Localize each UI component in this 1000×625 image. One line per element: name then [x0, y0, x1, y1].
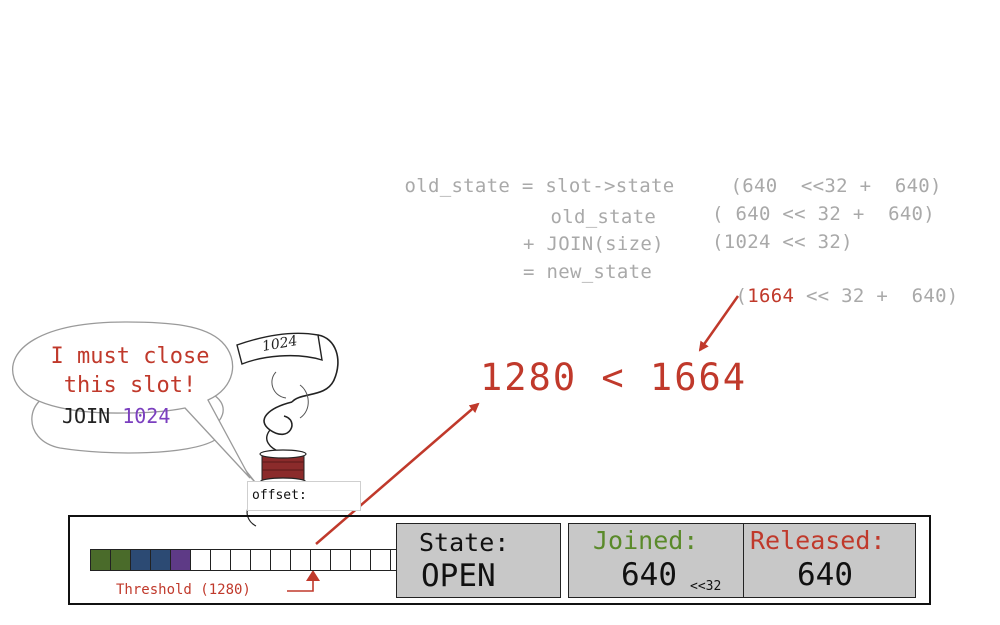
released-panel: Released: 640 — [743, 523, 916, 598]
join-size: 1024 — [122, 404, 171, 428]
join-label: JOIN — [62, 404, 123, 428]
code-row-value: ( 640 << 32 + 640) — [712, 203, 936, 225]
empty-slot — [310, 549, 331, 571]
filled-slot — [110, 549, 131, 571]
code-line-old-state-value: (640 <<32 + 640) — [707, 153, 942, 197]
code-paren: ( — [735, 285, 748, 307]
bubble-front-text: I must close this slot! — [32, 342, 228, 400]
code-row-value: (1024 << 32) — [712, 231, 853, 253]
filled-slot — [150, 549, 171, 571]
new-joined-value: 1664 — [747, 285, 795, 307]
bubble-line: this slot! — [63, 373, 197, 398]
slot-frame — [68, 515, 931, 605]
bubble-line: I must close — [50, 344, 210, 369]
threshold-pointer — [287, 570, 320, 592]
empty-slot — [290, 549, 311, 571]
joined-panel: Joined: 640 <<32 — [568, 523, 744, 598]
code-row-label: + JOIN(size) — [523, 233, 664, 255]
state-title: State: — [419, 528, 510, 557]
code-row-label: = new_state — [523, 261, 653, 283]
code-row-label: old_state — [527, 206, 657, 228]
empty-slot — [210, 549, 231, 571]
released-title: Released: — [750, 526, 886, 555]
threshold-label: Threshold (1280) — [116, 582, 251, 598]
joined-title: Joined: — [593, 526, 699, 555]
code-row-value: (1664 << 32 + 640) — [712, 263, 959, 307]
arrow-threshold-to-comparison — [315, 402, 480, 545]
filled-slot — [90, 549, 111, 571]
code-value-tail: << 32 + 640) — [794, 285, 959, 307]
arrow-to-comparison — [698, 295, 740, 352]
state-panel: State: OPEN — [396, 523, 561, 598]
released-value: 640 — [797, 557, 853, 593]
speech-bubble-front — [12, 321, 251, 479]
code-value: (640 <<32 + 640) — [730, 175, 942, 197]
empty-slot — [190, 549, 211, 571]
offset-label: offset: — [252, 488, 307, 503]
code-line-old-state-assign: old_state = slot->state — [381, 153, 674, 197]
empty-slot — [350, 549, 371, 571]
empty-slot — [250, 549, 271, 571]
offset-box: offset: — [247, 481, 361, 511]
empty-slot — [270, 549, 291, 571]
filled-slot — [170, 549, 191, 571]
bubble-back-text: JOIN 1024 — [62, 404, 170, 428]
empty-slot — [230, 549, 251, 571]
empty-slot — [330, 549, 351, 571]
code-expression: old_state = slot->state — [404, 175, 675, 197]
empty-slot — [370, 549, 391, 571]
joined-shift: <<32 — [690, 579, 722, 594]
filled-slot — [130, 549, 151, 571]
state-value: OPEN — [421, 558, 496, 594]
joined-value: 640 — [621, 557, 677, 593]
threshold-comparison: 1280 < 1664 — [480, 356, 748, 399]
